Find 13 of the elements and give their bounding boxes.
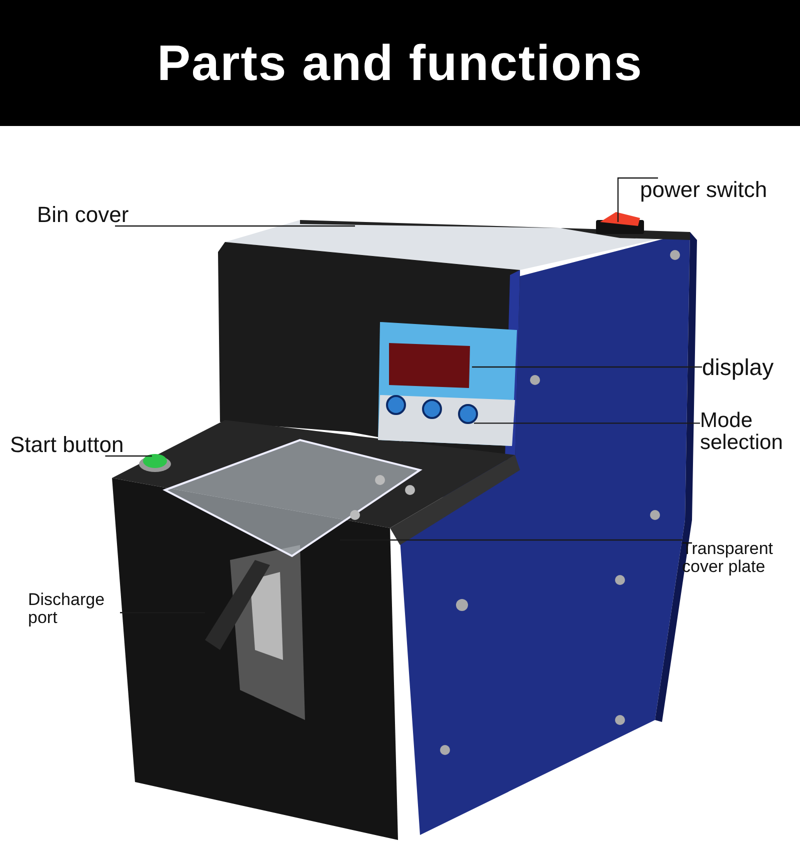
part-label: display: [702, 355, 784, 380]
part-label: Bin cover: [37, 203, 141, 226]
part-label: Mode selection: [700, 410, 796, 454]
leader-line: [472, 366, 702, 368]
part-label: power switch: [640, 178, 790, 202]
leader-line: [105, 455, 152, 457]
part-label: Discharge port: [28, 591, 120, 627]
leader-line: [617, 177, 658, 222]
leader-line: [115, 225, 355, 227]
leader-line: [474, 422, 700, 424]
part-label: Start button: [10, 433, 146, 456]
leader-line: [340, 539, 682, 541]
title: Parts and functions: [157, 34, 643, 92]
